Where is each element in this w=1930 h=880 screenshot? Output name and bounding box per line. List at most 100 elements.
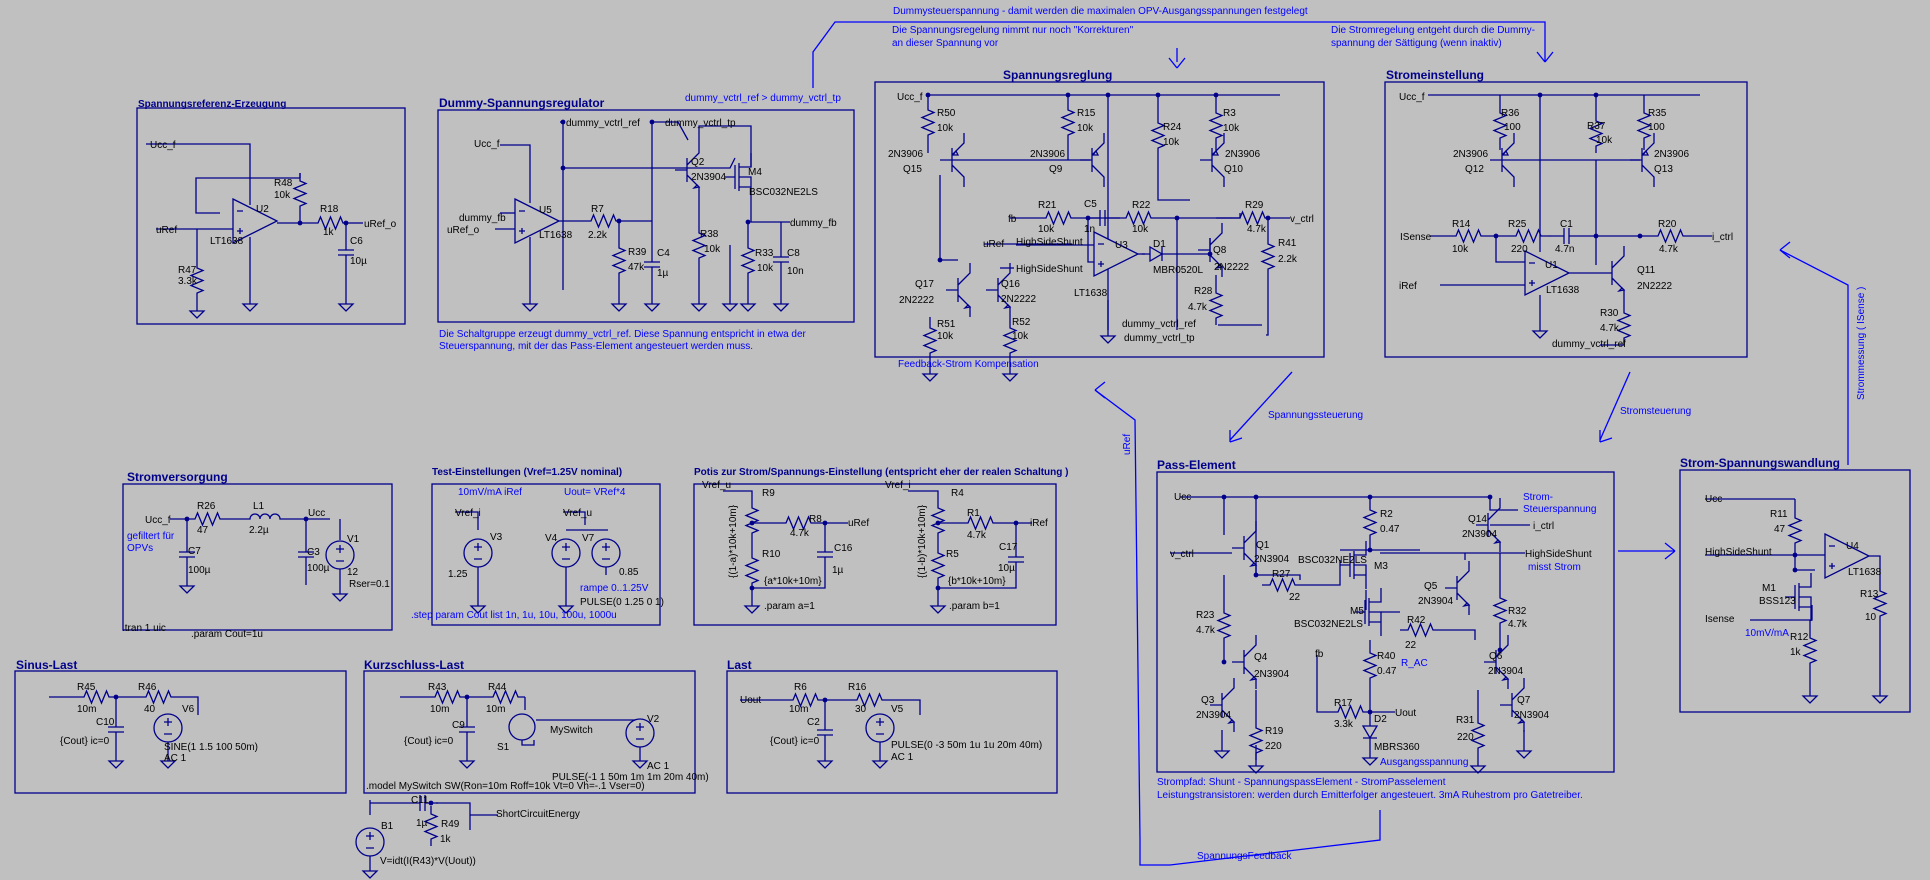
resistor-r23[interactable] bbox=[1216, 605, 1232, 645]
resistor-r13[interactable] bbox=[1872, 583, 1888, 623]
resistor-r24[interactable] bbox=[1150, 115, 1166, 155]
voltage-source-v2[interactable] bbox=[625, 718, 655, 748]
transistor-q8[interactable] bbox=[1198, 223, 1223, 277]
capacitor-c3[interactable] bbox=[298, 540, 314, 570]
resistor-r51[interactable] bbox=[922, 320, 938, 360]
transistor-q2[interactable] bbox=[675, 143, 700, 197]
resistor-r18[interactable] bbox=[310, 215, 350, 231]
resistor-r4[interactable] bbox=[930, 500, 946, 540]
resistor-r30[interactable] bbox=[1616, 305, 1632, 345]
transistor-q9[interactable] bbox=[1080, 133, 1105, 187]
transistor-q4[interactable] bbox=[1232, 635, 1257, 689]
opamp-u1[interactable] bbox=[1524, 249, 1571, 297]
capacitor-c11[interactable] bbox=[408, 795, 438, 811]
capacitor-c5[interactable] bbox=[1088, 210, 1118, 226]
inductor-l1[interactable] bbox=[246, 513, 284, 520]
resistor-r7[interactable] bbox=[583, 213, 623, 229]
capacitor-c8[interactable] bbox=[773, 245, 789, 275]
resistor-r19[interactable] bbox=[1248, 720, 1264, 760]
resistor-r17[interactable] bbox=[1330, 704, 1370, 720]
resistor-r29[interactable] bbox=[1232, 210, 1272, 226]
resistor-r1[interactable] bbox=[960, 515, 1000, 531]
capacitor-c10[interactable] bbox=[108, 715, 124, 745]
resistor-r49[interactable] bbox=[423, 806, 439, 846]
resistor-r25[interactable] bbox=[1508, 228, 1548, 244]
opamp-u5[interactable] bbox=[514, 197, 561, 245]
transistor-q17[interactable] bbox=[946, 263, 971, 317]
transistor-q12[interactable] bbox=[1490, 133, 1515, 187]
resistor-r43[interactable] bbox=[427, 689, 467, 705]
bsource-b1[interactable] bbox=[355, 827, 385, 857]
resistor-r10[interactable] bbox=[744, 550, 760, 590]
capacitor-c6[interactable] bbox=[338, 238, 354, 268]
resistor-r21[interactable] bbox=[1038, 210, 1078, 226]
transistor-q5[interactable] bbox=[1445, 561, 1470, 615]
transistor-q1[interactable] bbox=[1232, 521, 1257, 575]
voltage-source-v7[interactable] bbox=[591, 538, 621, 568]
mosfet-m3[interactable] bbox=[1340, 541, 1367, 589]
opamp-u4[interactable] bbox=[1824, 532, 1871, 580]
resistor-r9[interactable] bbox=[744, 500, 760, 540]
resistor-r8[interactable] bbox=[778, 515, 818, 531]
voltage-source-v4[interactable] bbox=[551, 538, 581, 568]
transistor-q15[interactable] bbox=[940, 133, 965, 187]
capacitor-c7[interactable] bbox=[179, 540, 195, 570]
resistor-r16[interactable] bbox=[849, 692, 889, 708]
opamp-u3[interactable] bbox=[1093, 230, 1140, 278]
diode-d1[interactable] bbox=[1142, 245, 1170, 263]
resistor-r37[interactable] bbox=[1588, 113, 1604, 153]
transistor-q13[interactable] bbox=[1630, 133, 1655, 187]
resistor-r14[interactable] bbox=[1448, 228, 1488, 244]
resistor-r45[interactable] bbox=[76, 689, 116, 705]
resistor-r26[interactable] bbox=[187, 511, 227, 527]
opamp-u2[interactable] bbox=[232, 197, 279, 245]
resistor-r52[interactable] bbox=[1002, 320, 1018, 360]
mosfet-m1[interactable] bbox=[1785, 573, 1812, 621]
resistor-r12[interactable] bbox=[1802, 630, 1818, 670]
voltage-source-v1[interactable] bbox=[325, 540, 355, 570]
resistor-r46[interactable] bbox=[138, 689, 178, 705]
resistor-r41[interactable] bbox=[1260, 236, 1276, 276]
transistor-q3[interactable] bbox=[1210, 678, 1235, 732]
voltage-source-v5[interactable] bbox=[865, 713, 895, 743]
resistor-r3[interactable] bbox=[1208, 105, 1224, 145]
resistor-r35[interactable] bbox=[1636, 105, 1652, 145]
voltage-source-v6[interactable] bbox=[153, 713, 183, 743]
capacitor-c4[interactable] bbox=[644, 250, 660, 280]
resistor-r20[interactable] bbox=[1650, 228, 1690, 244]
resistor-r39[interactable] bbox=[611, 240, 627, 280]
resistor-r38[interactable] bbox=[691, 225, 707, 265]
capacitor-c16[interactable] bbox=[817, 540, 833, 570]
transistor-q11[interactable] bbox=[1600, 246, 1625, 300]
mosfet-m4[interactable] bbox=[725, 153, 752, 201]
voltage-source-v3[interactable] bbox=[463, 538, 493, 568]
diode-d2[interactable] bbox=[1361, 718, 1379, 746]
resistor-r44[interactable] bbox=[485, 689, 525, 705]
resistor-r5[interactable] bbox=[930, 545, 946, 585]
capacitor-c9[interactable] bbox=[459, 715, 475, 745]
mosfet-m5[interactable] bbox=[1355, 588, 1382, 636]
resistor-r33[interactable] bbox=[740, 240, 756, 280]
resistor-r31[interactable] bbox=[1470, 715, 1486, 755]
transistor-q14[interactable] bbox=[1476, 498, 1501, 552]
resistor-r42[interactable] bbox=[1400, 622, 1440, 638]
resistor-r15[interactable] bbox=[1060, 102, 1076, 142]
capacitor-c2[interactable] bbox=[817, 718, 833, 748]
transistor-q6[interactable] bbox=[1484, 635, 1509, 689]
resistor-r6[interactable] bbox=[785, 692, 825, 708]
transistor-q16[interactable] bbox=[986, 263, 1011, 317]
resistor-r27[interactable] bbox=[1262, 577, 1302, 593]
resistor-r36[interactable] bbox=[1492, 105, 1508, 145]
resistor-r50[interactable] bbox=[920, 102, 936, 142]
resistor-r2[interactable] bbox=[1362, 502, 1378, 542]
resistor-r40[interactable] bbox=[1362, 645, 1378, 685]
resistor-r47[interactable] bbox=[189, 260, 205, 300]
resistor-r22[interactable] bbox=[1118, 210, 1158, 226]
transistor-q10[interactable] bbox=[1200, 133, 1225, 187]
resistor-r48[interactable] bbox=[292, 173, 308, 213]
capacitor-c17[interactable] bbox=[1008, 545, 1024, 575]
transistor-q7[interactable] bbox=[1500, 678, 1525, 732]
capacitor-c1[interactable] bbox=[1552, 228, 1582, 244]
switch-s1[interactable] bbox=[508, 713, 536, 741]
